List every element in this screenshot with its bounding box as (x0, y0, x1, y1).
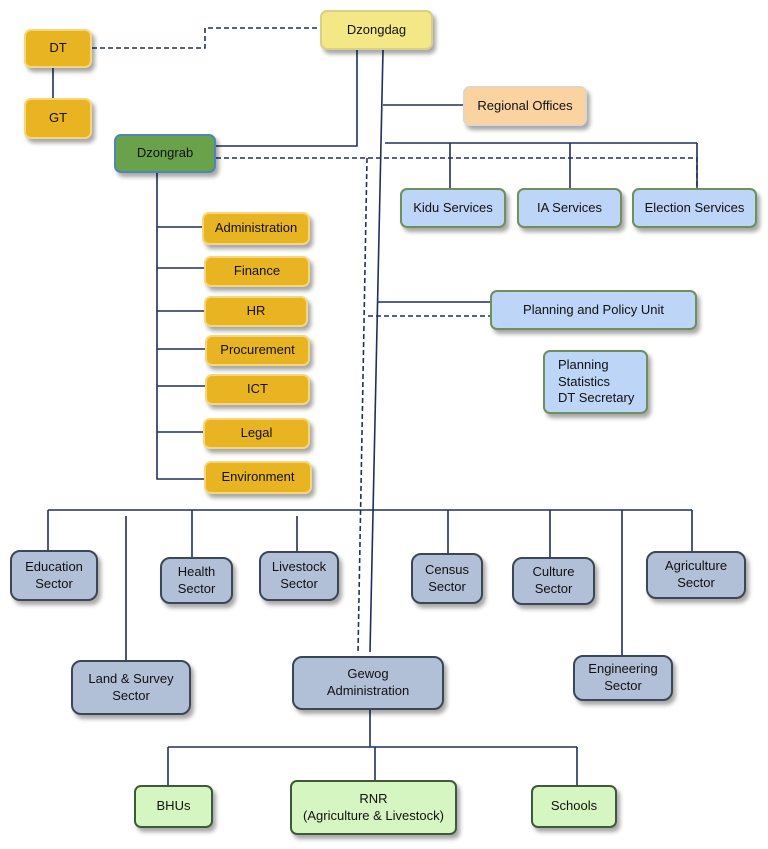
agriculture-sector-box[interactable]: Agriculture Sector (646, 551, 746, 599)
main-spine (369, 49, 384, 653)
ia-services-box[interactable]: IA Services (517, 188, 622, 228)
finance-box[interactable]: Finance (204, 256, 310, 287)
schools-box[interactable]: Schools (531, 785, 617, 828)
gewog-administration-box[interactable]: Gewog Administration (292, 656, 444, 710)
procurement-box[interactable]: Procurement (205, 335, 310, 366)
dzongrab-dashed-link (216, 157, 698, 188)
planning-policy-unit-box[interactable]: Planning and Policy Unit (490, 290, 697, 330)
rnr-box[interactable]: RNR (Agriculture & Livestock) (290, 780, 457, 835)
land-survey-sector-box[interactable]: Land & Survey Sector (71, 660, 191, 715)
regional-offices-box[interactable]: Regional Offices (463, 86, 587, 126)
administration-box[interactable]: Administration (202, 212, 310, 245)
services-bus (385, 142, 698, 188)
planning-functions-box[interactable]: Planning Statistics DT Secretary (543, 350, 648, 414)
environment-box[interactable]: Environment (204, 461, 312, 494)
census-sector-box[interactable]: Census Sector (411, 553, 483, 604)
engineering-sector-box[interactable]: Engineering Sector (573, 655, 673, 701)
livestock-sector-box[interactable]: Livestock Sector (259, 551, 339, 601)
dzongrab-dashed-spine (357, 157, 368, 653)
sectors-bus (47, 509, 693, 660)
education-sector-box[interactable]: Education Sector (10, 550, 98, 601)
gewog-bus (167, 710, 578, 785)
culture-sector-box[interactable]: Culture Sector (512, 557, 595, 605)
health-sector-box[interactable]: Health Sector (160, 557, 233, 604)
kidu-services-box[interactable]: Kidu Services (400, 188, 506, 228)
gt-box[interactable]: GT (24, 98, 92, 139)
election-services-box[interactable]: Election Services (632, 188, 757, 228)
ict-box[interactable]: ICT (205, 374, 310, 405)
dzongdag-box[interactable]: Dzongdag (320, 10, 433, 50)
dt-box[interactable]: DT (24, 29, 92, 68)
dzongrab-units-bracket (156, 172, 205, 480)
dzongdag-dzongrab-link (216, 50, 358, 147)
hr-box[interactable]: HR (204, 296, 308, 327)
dzongrab-box[interactable]: Dzongrab (114, 134, 216, 173)
bhus-box[interactable]: BHUs (134, 785, 213, 828)
legal-box[interactable]: Legal (203, 418, 310, 449)
dt-dzongdag-link (92, 27, 320, 49)
